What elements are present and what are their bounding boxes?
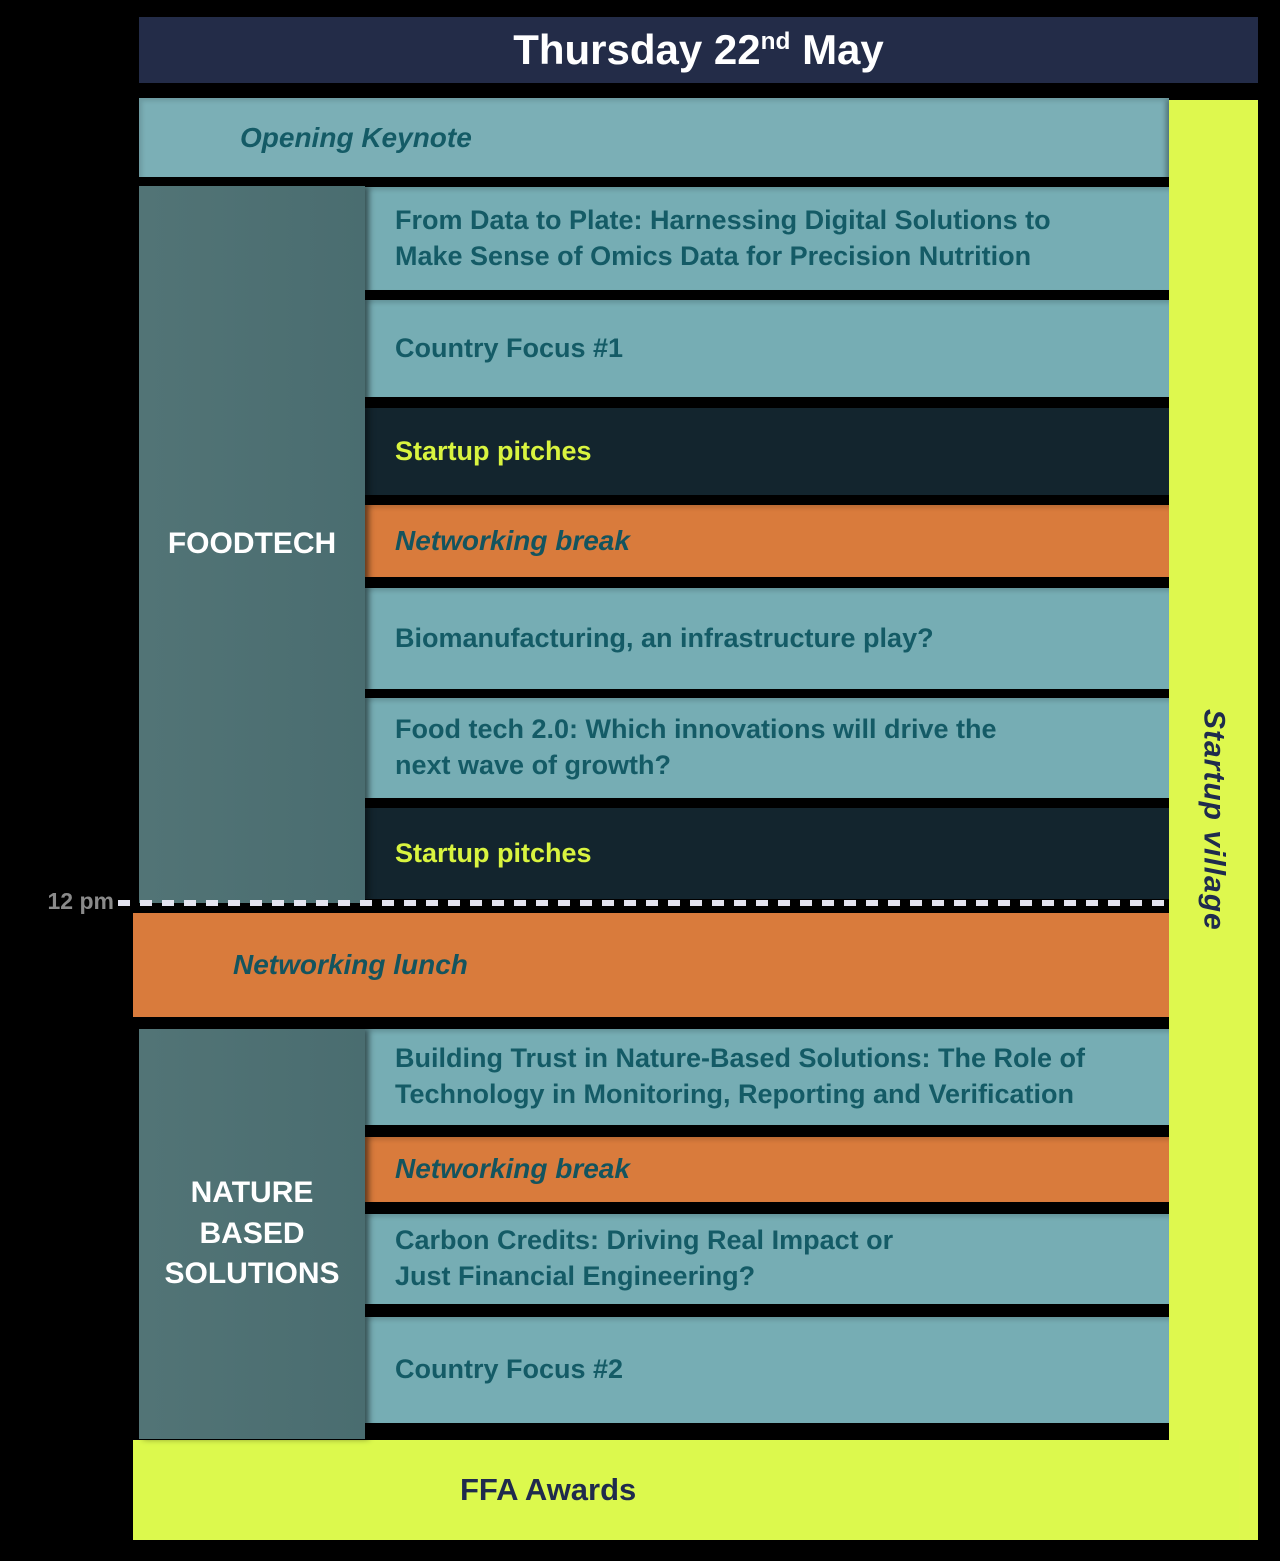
session-ffa-awards: FFA Awards — [133, 1440, 1239, 1540]
session-from-data-to-plate: From Data to Plate: Harnessing Digital S… — [365, 187, 1169, 290]
session-biomanufacturing: Biomanufacturing, an infrastructure play… — [365, 588, 1169, 689]
session-networking-lunch: Networking lunch — [133, 913, 1169, 1017]
session-title: Networking lunch — [233, 949, 468, 980]
session-title: Startup pitches — [395, 435, 592, 466]
session-building-trust-nbs: Building Trust in Nature-Based Solutions… — [365, 1029, 1169, 1125]
session-food-tech-2-0: Food tech 2.0: Which innovations will dr… — [365, 698, 1169, 798]
session-title: Biomanufacturing, an infrastructure play… — [395, 622, 934, 653]
day-header: Thursday 22nd May — [139, 17, 1258, 83]
session-title: Networking break — [395, 1153, 630, 1185]
session-title: Carbon Credits: Driving Real Impact or J… — [395, 1225, 894, 1291]
track-title: NATURE BASED SOLUTIONS — [164, 1176, 340, 1291]
track-label-nature-based-solutions: NATURE BASED SOLUTIONS — [139, 1029, 365, 1439]
day-title: Thursday 22nd May — [513, 26, 884, 74]
day-title-prefix: Thursday 22 — [513, 26, 761, 73]
session-title: Food tech 2.0: Which innovations will dr… — [395, 714, 997, 780]
session-title: Networking break — [395, 524, 630, 556]
session-title: Startup pitches — [395, 837, 592, 868]
session-carbon-credits: Carbon Credits: Driving Real Impact or J… — [365, 1214, 1169, 1304]
session-startup-pitches-1: Startup pitches — [365, 408, 1169, 495]
day-title-suffix: May — [790, 26, 884, 73]
session-title: Country Focus #1 — [395, 332, 624, 363]
day-title-ordinal: nd — [760, 28, 791, 55]
session-country-focus-2: Country Focus #2 — [365, 1317, 1169, 1423]
track-label-foodtech: FOODTECH — [139, 186, 365, 903]
session-startup-pitches-2: Startup pitches — [365, 808, 1169, 899]
session-title: Country Focus #2 — [395, 1354, 624, 1385]
session-opening-keynote: Opening Keynote — [139, 98, 1169, 177]
session-networking-break-1: Networking break — [365, 505, 1169, 577]
session-country-focus-1: Country Focus #1 — [365, 300, 1169, 397]
session-title: From Data to Plate: Harnessing Digital S… — [395, 204, 1051, 271]
startup-village-label: Startup village — [1197, 709, 1231, 931]
session-title: Building Trust in Nature-Based Solutions… — [395, 1043, 1086, 1109]
track-title: FOODTECH — [167, 527, 337, 561]
noon-divider-line — [118, 900, 1169, 906]
session-title: FFA Awards — [460, 1472, 637, 1507]
noon-label: 12 pm — [47, 888, 114, 914]
session-networking-break-2: Networking break — [365, 1137, 1169, 1202]
startup-village-track: Startup village — [1169, 100, 1258, 1540]
session-title: Opening Keynote — [240, 121, 472, 153]
